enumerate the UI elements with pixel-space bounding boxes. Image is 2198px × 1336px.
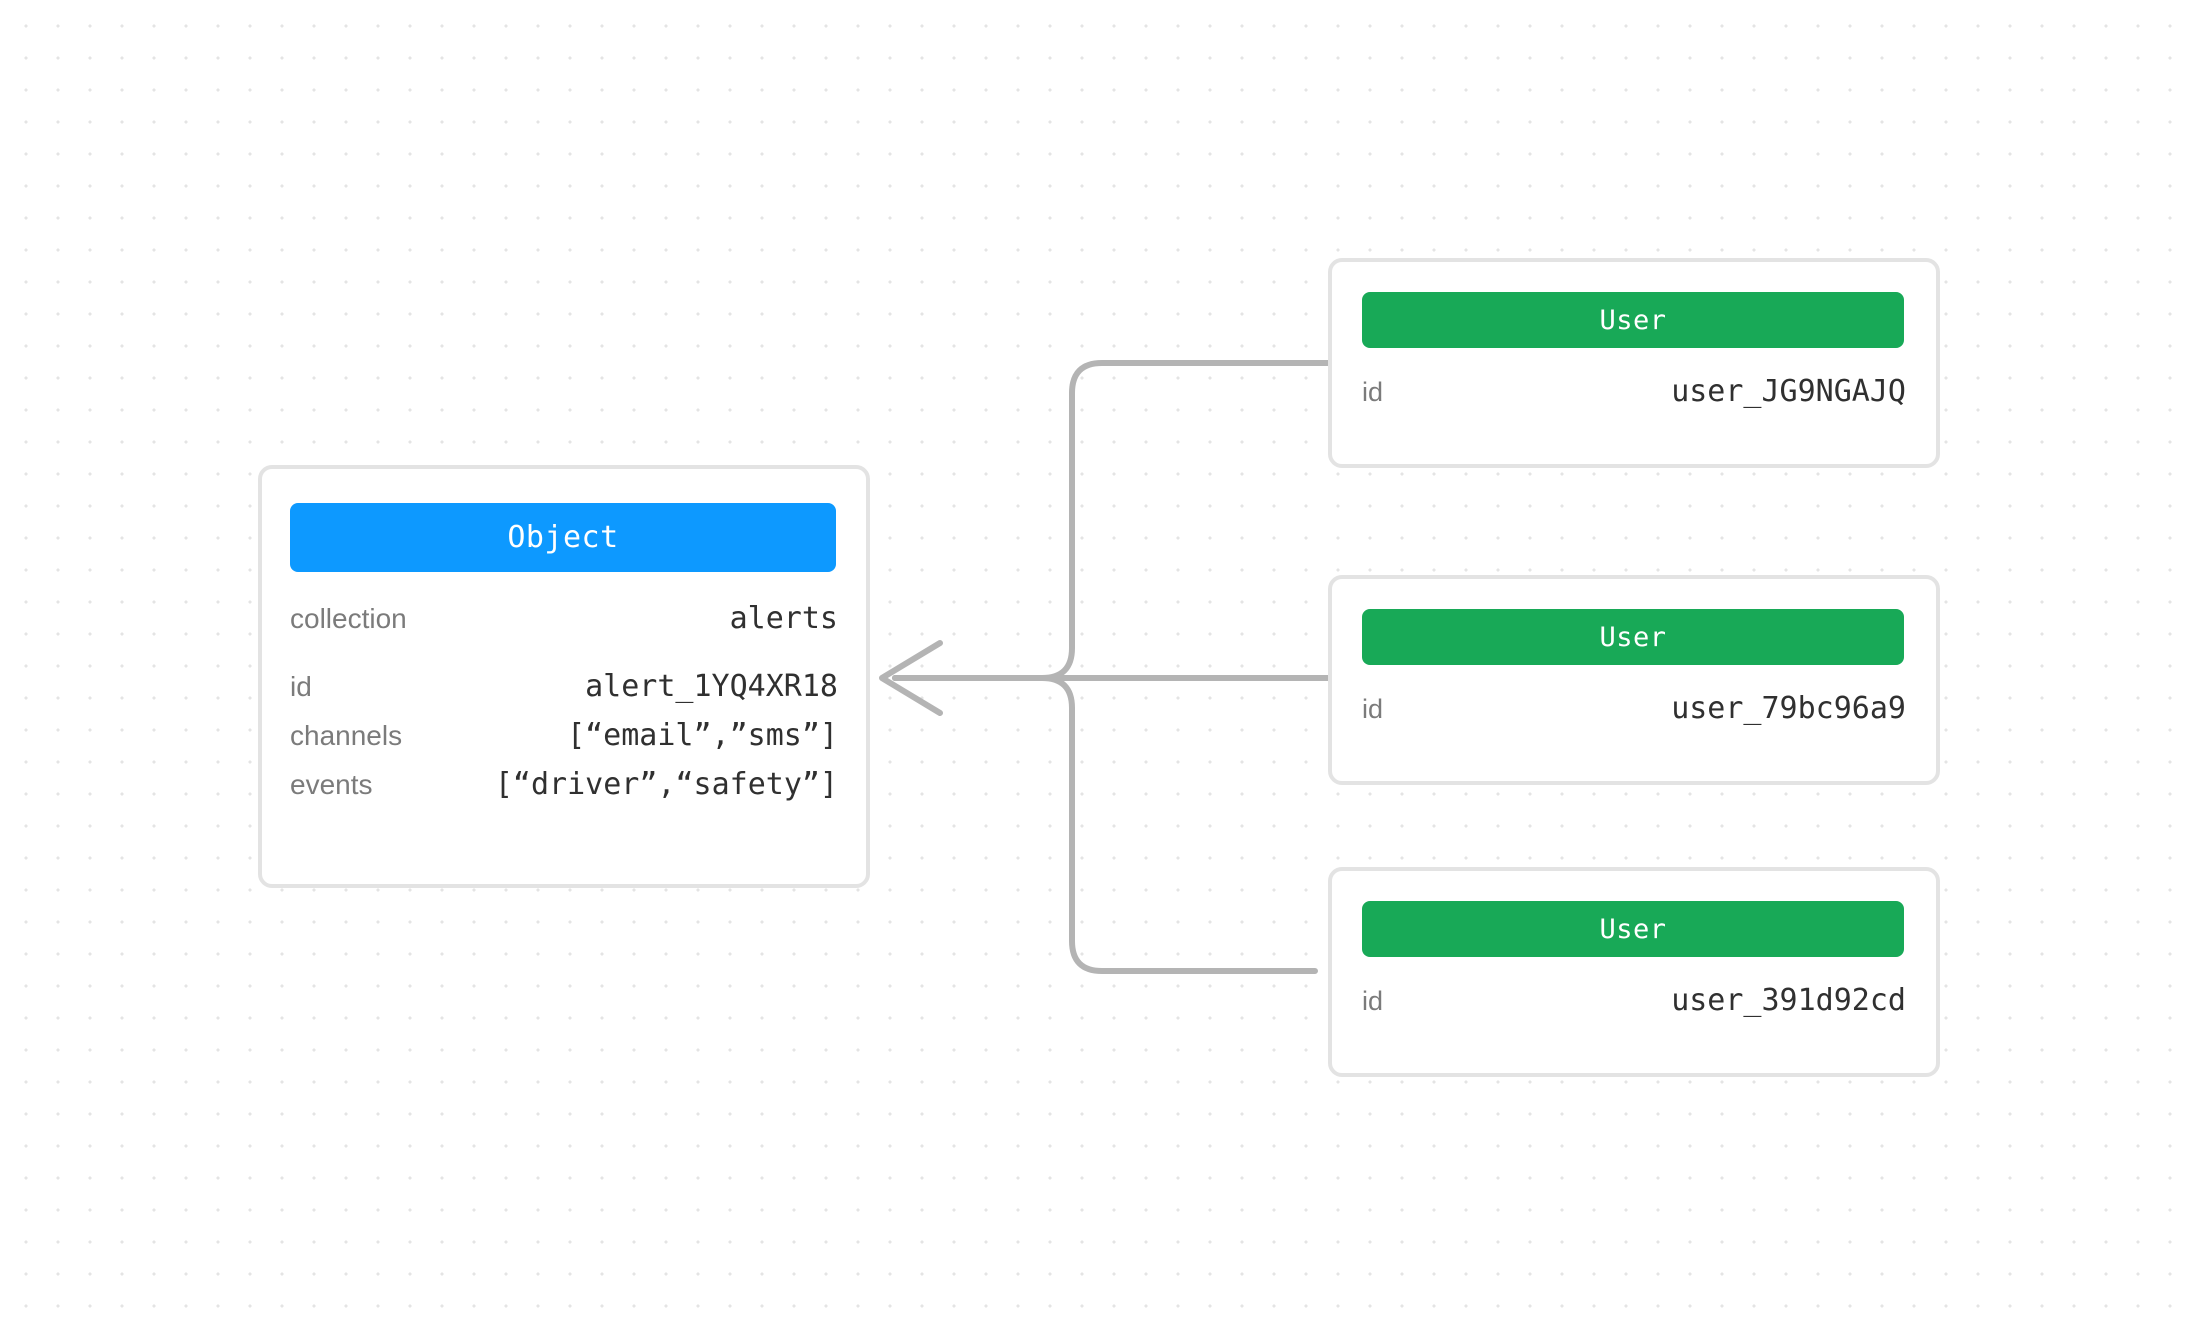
field-value-collection: alerts: [729, 601, 838, 636]
edge-user-1-to-object: [892, 360, 1336, 681]
field-row-id: id alert_1YQ4XR18: [290, 669, 838, 718]
node-user-3-fields: id user_391d92cd: [1332, 983, 1936, 1031]
field-value-id: user_79bc96a9: [1671, 691, 1906, 726]
node-user-3[interactable]: User id user_391d92cd: [1328, 867, 1940, 1077]
field-value-id: user_JG9NGAJQ: [1671, 374, 1906, 409]
field-key-id: id: [1362, 986, 1384, 1016]
field-key-id: id: [1362, 694, 1384, 724]
node-user-1[interactable]: User id user_JG9NGAJQ: [1328, 258, 1940, 468]
node-object[interactable]: Object collection alerts id alert_1YQ4XR…: [258, 465, 870, 888]
field-row-events: events [“driver”,“safety”]: [290, 767, 838, 816]
field-row-id: id user_79bc96a9: [1362, 691, 1906, 739]
edge-user-3-to-object: [892, 675, 1318, 974]
field-key-channels: channels: [290, 720, 403, 751]
node-user-1-type-badge: User: [1362, 292, 1904, 348]
node-object-fields: collection alerts id alert_1YQ4XR18 chan…: [262, 601, 866, 816]
node-user-2-fields: id user_79bc96a9: [1332, 691, 1936, 739]
node-user-2-type-label: User: [1599, 621, 1667, 653]
field-row-collection: collection alerts: [290, 601, 838, 650]
node-user-1-type-label: User: [1599, 304, 1667, 336]
field-key-collection: collection: [290, 603, 407, 634]
field-value-id: alert_1YQ4XR18: [585, 669, 838, 704]
field-row-id: id user_JG9NGAJQ: [1362, 374, 1906, 422]
node-object-type-label: Object: [507, 520, 619, 555]
node-user-3-type-label: User: [1599, 913, 1667, 945]
field-value-id: user_391d92cd: [1671, 983, 1906, 1018]
node-user-1-fields: id user_JG9NGAJQ: [1332, 374, 1936, 422]
field-row-id: id user_391d92cd: [1362, 983, 1906, 1031]
field-value-channels: [“email”,”sms”]: [567, 718, 838, 753]
node-user-3-type-badge: User: [1362, 901, 1904, 957]
field-key-id: id: [290, 671, 312, 702]
field-key-id: id: [1362, 377, 1384, 407]
field-value-events: [“driver”,“safety”]: [494, 767, 838, 802]
edge-arrowhead-icon: [879, 640, 943, 716]
node-user-2[interactable]: User id user_79bc96a9: [1328, 575, 1940, 785]
node-user-2-type-badge: User: [1362, 609, 1904, 665]
field-key-events: events: [290, 769, 373, 800]
field-row-channels: channels [“email”,”sms”]: [290, 718, 838, 767]
node-object-type-badge: Object: [290, 503, 836, 572]
